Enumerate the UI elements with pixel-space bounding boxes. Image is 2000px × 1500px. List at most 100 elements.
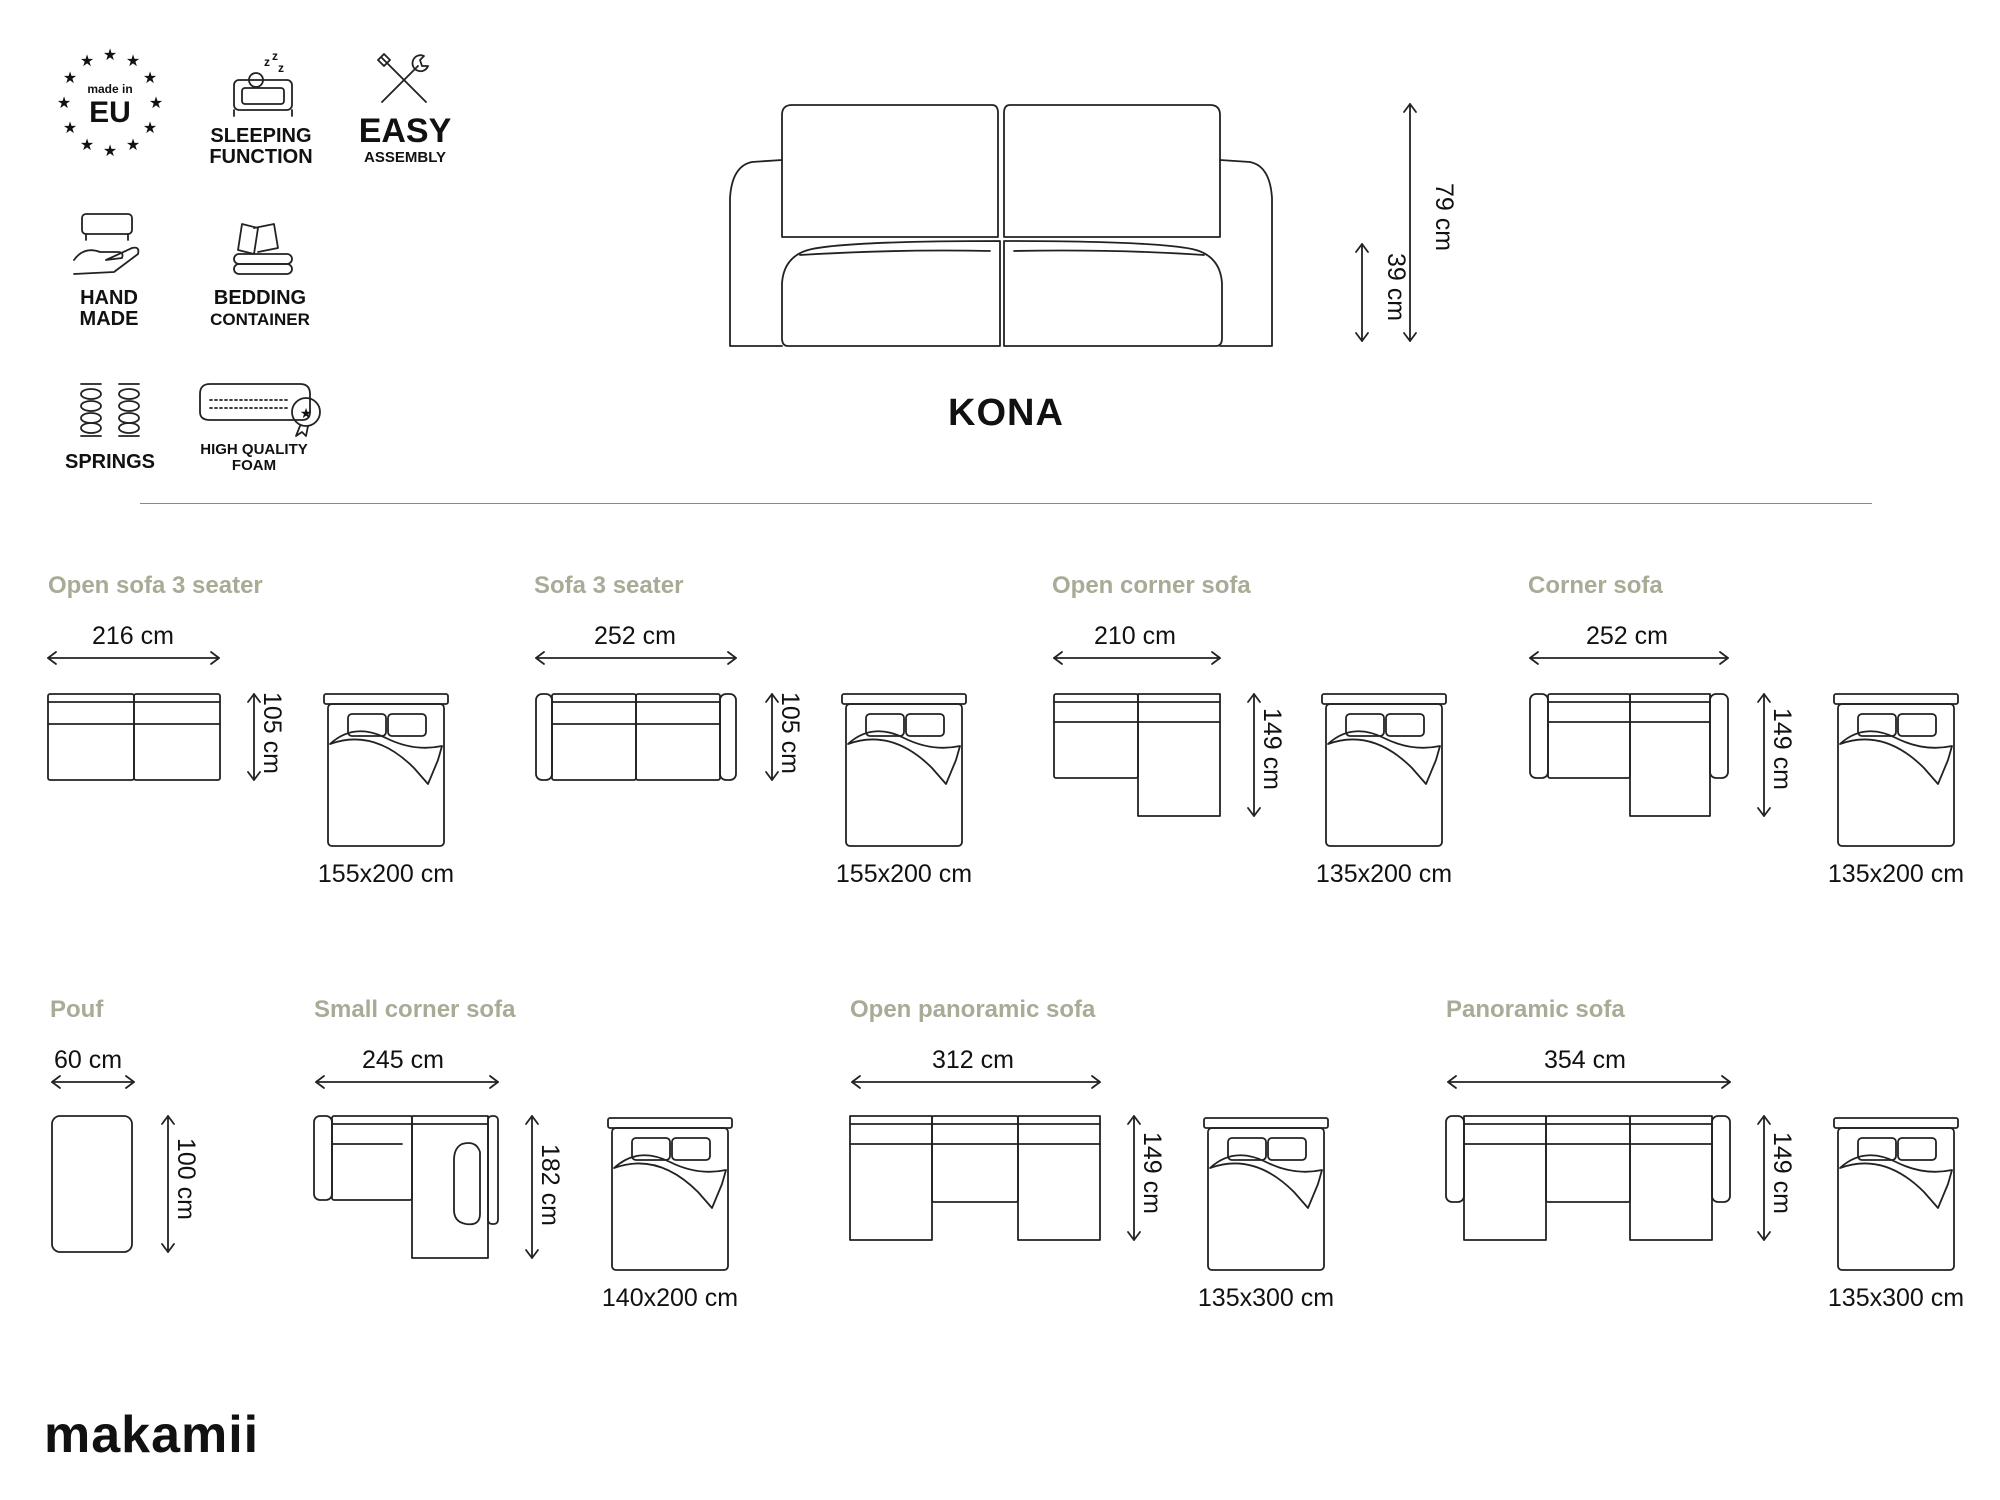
svg-text:z: z — [272, 49, 278, 63]
sleeping-label-line2: FUNCTION — [209, 146, 313, 168]
variant-title: Sofa 3 seater — [534, 572, 684, 599]
bed-icon — [323, 693, 449, 847]
depth-arrow — [1757, 693, 1771, 817]
seat-height-label: 39 cm — [1382, 253, 1410, 322]
bed-icon — [607, 1117, 733, 1271]
bedding-container-label: BEDDING CONTAINER — [190, 288, 330, 330]
bedding-label-line2: CONTAINER — [210, 310, 310, 329]
sofa-plan-open-panoramic — [849, 1115, 1101, 1241]
variant-width: 312 cm — [932, 1046, 1014, 1074]
svg-text:z: z — [278, 61, 284, 75]
pouf-plan — [51, 1115, 133, 1253]
bed-size: 140x200 cm — [601, 1284, 739, 1312]
section-divider — [140, 503, 1872, 504]
variant-width: 216 cm — [92, 622, 174, 650]
svg-text:★: ★ — [300, 405, 313, 421]
bed-size: 135x200 cm — [1827, 860, 1965, 888]
foam-label-line1: HIGH QUALITY — [200, 441, 308, 458]
bed-size: 135x300 cm — [1827, 1284, 1965, 1312]
variant-depth: 105 cm — [258, 692, 286, 774]
svg-text:z: z — [264, 55, 270, 69]
svg-text:★: ★ — [143, 70, 157, 87]
seat-crease-right — [1013, 249, 1205, 256]
bedding-label-line1: BEDDING — [213, 287, 307, 309]
variant-depth: 149 cm — [1768, 708, 1796, 790]
springs-icon — [80, 383, 140, 437]
variant-depth: 105 cm — [776, 692, 804, 774]
high-quality-foam-label: HIGH QUALITY FOAM — [184, 442, 324, 474]
variant-width: 252 cm — [594, 622, 676, 650]
sofa-plan-open-3-seater — [47, 693, 221, 781]
sofa-plan-small-corner — [313, 1115, 499, 1259]
depth-arrow — [525, 1115, 539, 1259]
sofa-front-view — [729, 104, 1273, 347]
svg-text:★: ★ — [143, 120, 157, 137]
hand-label-line2: MADE — [79, 308, 139, 330]
width-arrow — [1529, 651, 1729, 665]
seat-crease-left — [799, 249, 991, 256]
hand-label-line1: HAND — [80, 287, 138, 309]
width-arrow — [1053, 651, 1221, 665]
variant-title: Small corner sofa — [314, 996, 516, 1023]
arm-right — [1219, 159, 1273, 347]
easy-label-line2: ASSEMBLY — [364, 148, 446, 166]
sleeping-label-line1: SLEEPING — [210, 125, 312, 147]
seat-cushion-right — [1003, 240, 1223, 347]
variant-depth: 149 cm — [1768, 1132, 1796, 1214]
variant-title: Panoramic sofa — [1446, 996, 1625, 1023]
svg-text:★: ★ — [63, 70, 77, 87]
sofa-plan-panoramic — [1445, 1115, 1731, 1241]
foam-label-line2: FOAM — [231, 456, 277, 474]
svg-text:★: ★ — [103, 143, 117, 160]
sleeping-function-label: SLEEPING FUNCTION — [196, 126, 326, 168]
hand-made-label: HAND MADE — [46, 288, 172, 330]
easy-assembly-label: EASY ASSEMBLY — [350, 112, 460, 166]
depth-arrow — [765, 693, 779, 781]
made-in-label: made in — [87, 82, 133, 96]
bed-icon — [1203, 1117, 1329, 1271]
depth-arrow — [1757, 1115, 1771, 1241]
back-cushion-left — [781, 104, 999, 238]
bed-size: 135x300 cm — [1197, 1284, 1335, 1312]
depth-arrow — [1127, 1115, 1141, 1241]
bed-size: 155x200 cm — [835, 860, 973, 888]
width-arrow — [851, 1075, 1101, 1089]
variant-depth: 100 cm — [172, 1138, 200, 1220]
height-arrow — [1403, 103, 1417, 342]
variant-title: Open sofa 3 seater — [48, 572, 263, 599]
springs-label: SPRINGS — [64, 451, 156, 473]
sleeping-function-icon: z z z — [233, 49, 293, 117]
variant-width: 60 cm — [54, 1046, 123, 1074]
hand-made-icon — [73, 213, 140, 275]
depth-arrow — [247, 693, 261, 781]
easy-assembly-icon — [377, 53, 429, 103]
arm-left — [729, 159, 783, 347]
bed-icon — [1321, 693, 1447, 847]
width-arrow — [1447, 1075, 1731, 1089]
variant-depth: 182 cm — [536, 1144, 564, 1226]
svg-text:★: ★ — [149, 95, 163, 112]
svg-text:★: ★ — [80, 137, 94, 154]
model-name: KONA — [948, 392, 1064, 434]
width-arrow — [535, 651, 737, 665]
sofa-plan-open-corner — [1053, 693, 1221, 817]
svg-text:★: ★ — [63, 120, 77, 137]
variant-width: 252 cm — [1586, 622, 1668, 650]
variant-title: Open panoramic sofa — [850, 996, 1096, 1023]
easy-label-line1: EASY — [358, 112, 452, 150]
width-arrow — [47, 651, 220, 665]
eu-label: EU — [89, 96, 131, 129]
variant-title: Pouf — [50, 996, 104, 1023]
svg-text:★: ★ — [80, 53, 94, 70]
variant-depth: 149 cm — [1258, 708, 1286, 790]
bed-icon — [841, 693, 967, 847]
made-in-eu-icon: ★ ★ ★ ★ ★ ★ ★ ★ ★ ★ ★ ★ — [57, 47, 163, 160]
variant-width: 354 cm — [1544, 1046, 1626, 1074]
width-arrow — [315, 1075, 499, 1089]
svg-text:★: ★ — [126, 53, 140, 70]
bed-size: 155x200 cm — [317, 860, 455, 888]
depth-arrow — [161, 1115, 175, 1253]
sofa-plan-3-seater — [535, 693, 737, 781]
svg-text:★: ★ — [126, 137, 140, 154]
variant-title: Open corner sofa — [1052, 572, 1251, 599]
